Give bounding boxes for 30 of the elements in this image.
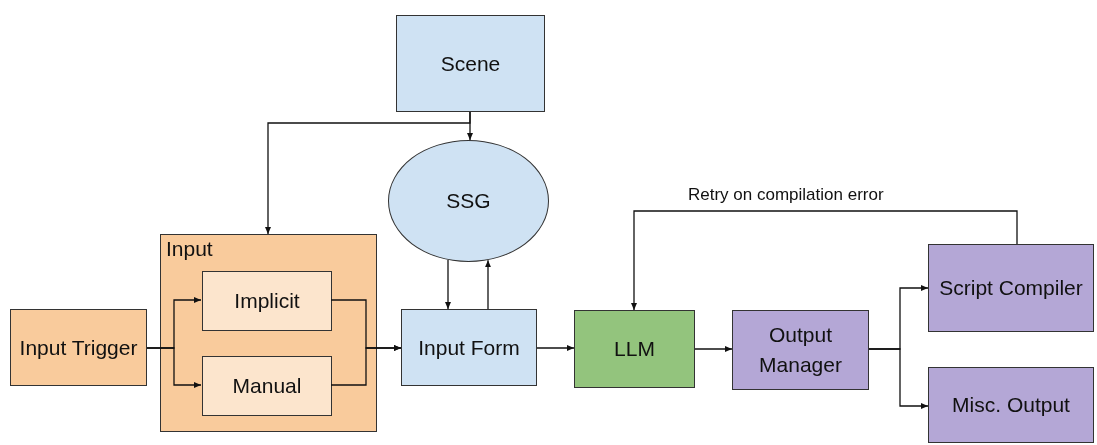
arrow: [265, 111, 471, 235]
process-box: [574, 310, 695, 388]
arrow: [146, 347, 202, 388]
process-box: [401, 309, 537, 386]
node-label: Input Trigger: [18, 334, 139, 361]
process-box: [202, 271, 332, 331]
process-box: [202, 356, 332, 416]
node-label: LLM: [613, 336, 656, 362]
process-box: [732, 310, 869, 390]
node-label: Input Form: [417, 334, 521, 361]
process-box: [928, 244, 1094, 332]
group-box: [160, 234, 377, 432]
arrow: [485, 259, 491, 310]
process-box: [396, 15, 545, 112]
node-label: Output Manager: [758, 322, 843, 378]
node-label: Manual: [231, 373, 303, 399]
node-label: SSG: [445, 188, 492, 214]
arrow: [631, 210, 1018, 311]
arrow: [536, 345, 575, 351]
arrow: [445, 259, 451, 310]
process-box: [10, 309, 147, 386]
process-box: [928, 367, 1094, 443]
node-label: Misc. Output: [951, 392, 1071, 418]
node-label: Scene: [439, 50, 502, 77]
node-label: Implicit: [233, 288, 301, 314]
group-heading: Input: [166, 236, 213, 262]
arrow: [330, 345, 402, 386]
arrow: [868, 348, 929, 409]
node-label: Script Compiler: [938, 275, 1084, 301]
arrow: [694, 346, 733, 352]
